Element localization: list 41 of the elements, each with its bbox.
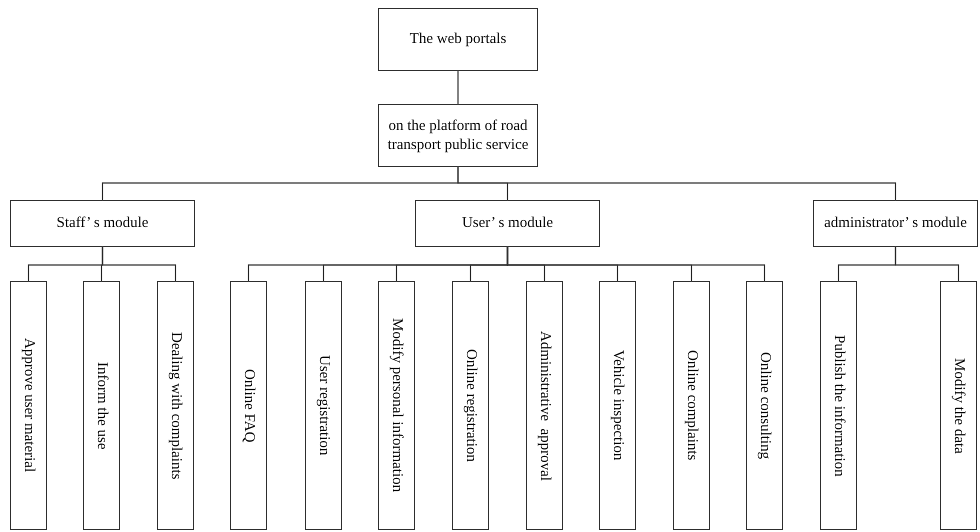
function-label: User registration	[316, 355, 331, 456]
function-box	[10, 281, 47, 530]
function-box	[599, 281, 636, 530]
function-label: Modify personal information	[389, 318, 404, 493]
function-box	[378, 281, 415, 530]
function-box	[452, 281, 489, 530]
function-box	[83, 281, 120, 530]
function-box	[940, 281, 977, 530]
function-box	[526, 281, 563, 530]
connector-line	[506, 247, 766, 281]
module-label: on the platform of road transport public service	[386, 116, 530, 154]
function-label: Online consulting	[757, 352, 772, 460]
function-box	[673, 281, 710, 530]
function-box	[305, 281, 342, 530]
function-label: Vehicle inspection	[610, 350, 625, 461]
module-box	[813, 200, 978, 247]
function-label: Approve user material	[21, 338, 36, 473]
function-box	[157, 281, 194, 530]
function-box	[820, 281, 857, 530]
module-label: The web portals	[410, 30, 506, 49]
module-label: Staff’ s module	[56, 214, 148, 233]
function-label: Inform the use	[94, 362, 109, 450]
connector-line	[894, 247, 960, 281]
module-box	[10, 200, 195, 247]
function-label: Dealing with complaints	[168, 332, 183, 480]
connector-line	[457, 71, 459, 104]
function-label: Online FAQ	[241, 368, 256, 442]
function-label: Online registration	[463, 349, 478, 462]
function-label: Modify the data	[951, 358, 966, 454]
module-box	[378, 104, 538, 167]
connector-line	[102, 247, 176, 281]
function-label: Publish the information	[831, 334, 846, 476]
module-label: User’ s module	[462, 214, 554, 233]
module-box	[378, 8, 538, 71]
function-box	[230, 281, 267, 530]
function-label: Administrative approval	[537, 330, 552, 480]
function-label: Online complaints	[684, 350, 699, 461]
module-box	[415, 200, 600, 247]
module-label: administrator’ s module	[824, 214, 967, 233]
function-box	[746, 281, 783, 530]
connector-line	[457, 167, 896, 200]
